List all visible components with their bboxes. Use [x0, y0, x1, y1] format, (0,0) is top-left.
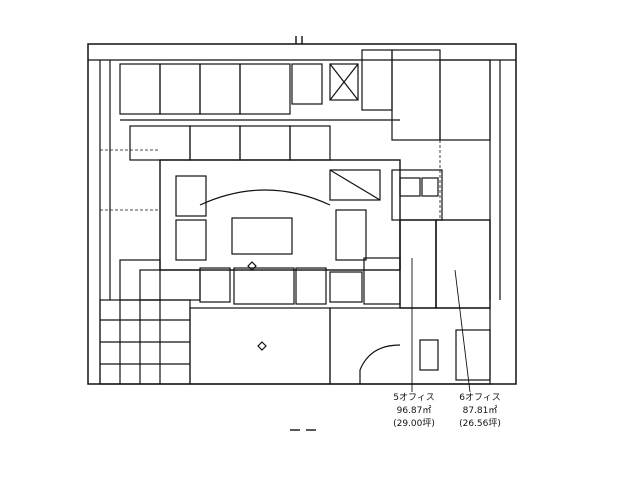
building-outline	[87, 43, 517, 393]
unit-5-area-sqm: 96.87㎡	[396, 406, 432, 416]
plan-markers	[290, 36, 316, 431]
unit-5-area-tsubo: (29.00坪)	[393, 419, 435, 429]
unit-6-area-tsubo: (26.56坪)	[459, 419, 501, 429]
unit-6-area-sqm: 87.81㎡	[462, 406, 498, 416]
unit-6-label: 6オフィス 87.81㎡ (26.56坪)	[452, 392, 508, 431]
unit-6-name: 6オフィス	[459, 393, 501, 403]
unit-5-label: 5オフィス 96.87㎡ (29.00坪)	[386, 392, 442, 431]
dashed-walls	[100, 140, 441, 220]
unit-5-name: 5オフィス	[393, 393, 435, 403]
